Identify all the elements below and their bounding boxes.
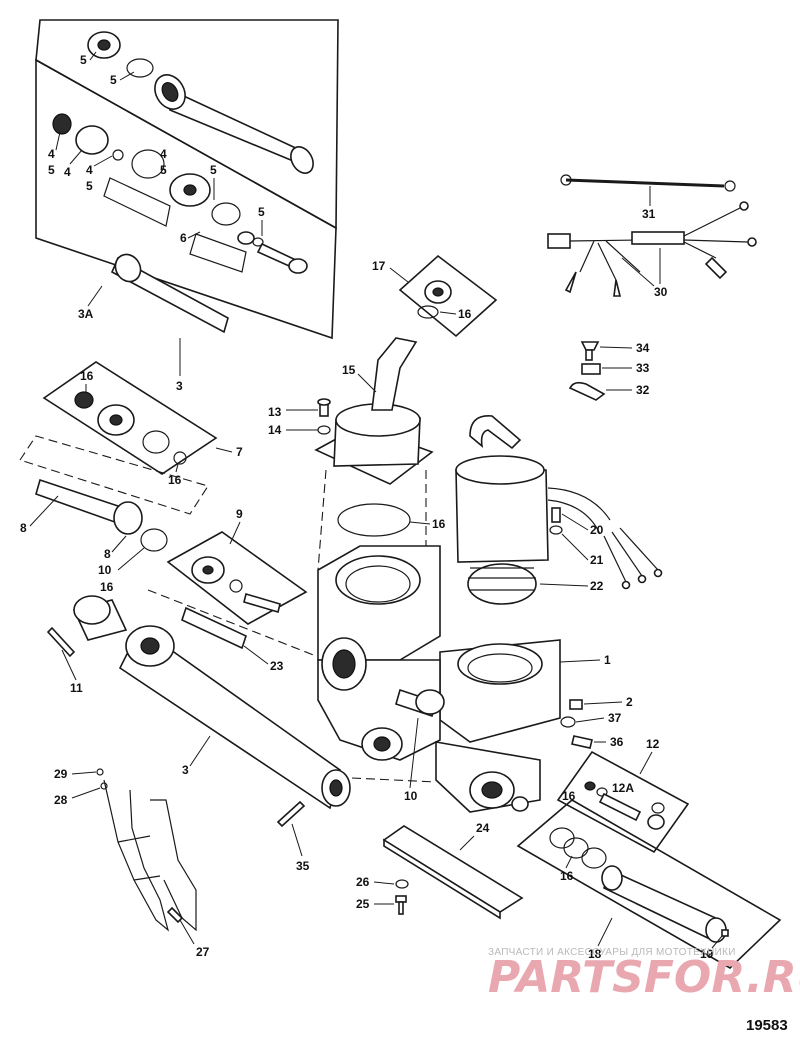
callout-14: 14 (268, 423, 282, 437)
callout-37: 37 (608, 711, 622, 725)
watermark-brand: PARTSFOR.RU (488, 952, 800, 1003)
figure-number: 19583 (746, 1017, 788, 1034)
fill-cap-frame (398, 254, 498, 338)
alignment-lines (147, 469, 437, 783)
watermark-subtitle: ЗАПЧАСТИ И АКСЕССУАРЫ ДЛЯ МОТОТЕХНИКИ (488, 947, 736, 958)
callout-5: 5 (86, 179, 93, 193)
pivot-pin (181, 606, 247, 650)
callout-12: 12 (646, 737, 660, 751)
callout-10: 10 (404, 789, 418, 803)
callout-16: 16 (100, 580, 114, 594)
pump-manifold-body (317, 545, 561, 813)
callout-3: 3 (182, 763, 189, 777)
callout-5: 5 (160, 163, 167, 177)
fasteners (317, 398, 593, 749)
callout-31: 31 (642, 207, 656, 221)
callout-16: 16 (80, 369, 94, 383)
anchor-pin (276, 800, 306, 828)
ground-wire (560, 174, 736, 192)
trim-cylinder (72, 595, 351, 810)
callout-1: 1 (604, 653, 611, 667)
callout-29: 29 (54, 767, 68, 781)
callout-4: 4 (160, 147, 167, 161)
manual-release-valve-frame (556, 750, 690, 854)
check-valve-kit-frame (166, 531, 308, 625)
cylinder-pin (46, 626, 76, 658)
watermark: ЗАПЧАСТИ И АКСЕССУАРЫ ДЛЯ МОТОТЕХНИКИ PA… (488, 947, 800, 1003)
callout-4: 4 (64, 165, 71, 179)
callout-17: 17 (372, 259, 386, 273)
callout-2: 2 (626, 695, 633, 709)
seal-kit-frame (19, 361, 218, 515)
pump-motor (455, 415, 663, 605)
callout-25: 25 (356, 897, 370, 911)
callout-labels: 5 5 4 5 4 4 5 4 5 5 5 6 3A 3 16 16 7 8 8… (20, 51, 723, 961)
fluid-reservoir (314, 337, 434, 537)
callout-6: 6 (180, 231, 187, 245)
callout-16: 16 (562, 789, 576, 803)
cylinder-cap (87, 31, 154, 78)
callout-21: 21 (590, 553, 604, 567)
callout-26: 26 (356, 875, 370, 889)
callout-9: 9 (236, 507, 243, 521)
callout-15: 15 (342, 363, 356, 377)
callout-4: 4 (86, 163, 93, 177)
tilt-piston-kit-frame (516, 799, 782, 969)
callout-20: 20 (590, 523, 604, 537)
callout-10: 10 (98, 563, 112, 577)
callout-30: 30 (654, 285, 668, 299)
upper-ram-assembly-frame (35, 19, 339, 376)
callout-34: 34 (636, 341, 650, 355)
callout-3: 3 (176, 379, 183, 393)
callout-27: 27 (196, 945, 210, 959)
callout-5: 5 (258, 205, 265, 219)
piston-rod (110, 253, 229, 334)
callout-16: 16 (432, 517, 446, 531)
callout-18: 18 (588, 947, 602, 961)
valve-inset-boxes (103, 177, 247, 273)
callout-28: 28 (54, 793, 68, 807)
callout-16: 16 (458, 307, 472, 321)
callout-5: 5 (80, 53, 87, 67)
callout-35: 35 (296, 859, 310, 873)
callout-13: 13 (268, 405, 282, 419)
callout-33: 33 (636, 361, 650, 375)
callout-7: 7 (236, 445, 243, 459)
callout-8: 8 (20, 521, 27, 535)
callout-36: 36 (610, 735, 624, 749)
callout-16: 16 (168, 473, 182, 487)
callout-5: 5 (110, 73, 117, 87)
trim-rod (35, 478, 168, 552)
spacer-block (382, 825, 524, 920)
callout-32: 32 (636, 383, 650, 397)
callout-5: 5 (48, 163, 55, 177)
callout-12a: 12A (612, 781, 634, 795)
callout-5: 5 (210, 163, 217, 177)
callout-16: 16 (560, 869, 574, 883)
callout-23: 23 (270, 659, 284, 673)
upper-cylinder-tube (154, 74, 314, 174)
callout-3a: 3A (78, 307, 94, 321)
mounting-bracket (96, 768, 197, 932)
callout-22: 22 (590, 579, 604, 593)
callout-11: 11 (70, 681, 83, 695)
harness-hardware (568, 341, 606, 401)
callout-19: 19 (700, 947, 714, 961)
wiring-harness (547, 201, 757, 297)
piston-assembly (52, 113, 308, 274)
callout-4: 4 (48, 147, 55, 161)
callout-8: 8 (104, 547, 111, 561)
callout-24: 24 (476, 821, 490, 835)
spacer-hardware (395, 879, 409, 915)
